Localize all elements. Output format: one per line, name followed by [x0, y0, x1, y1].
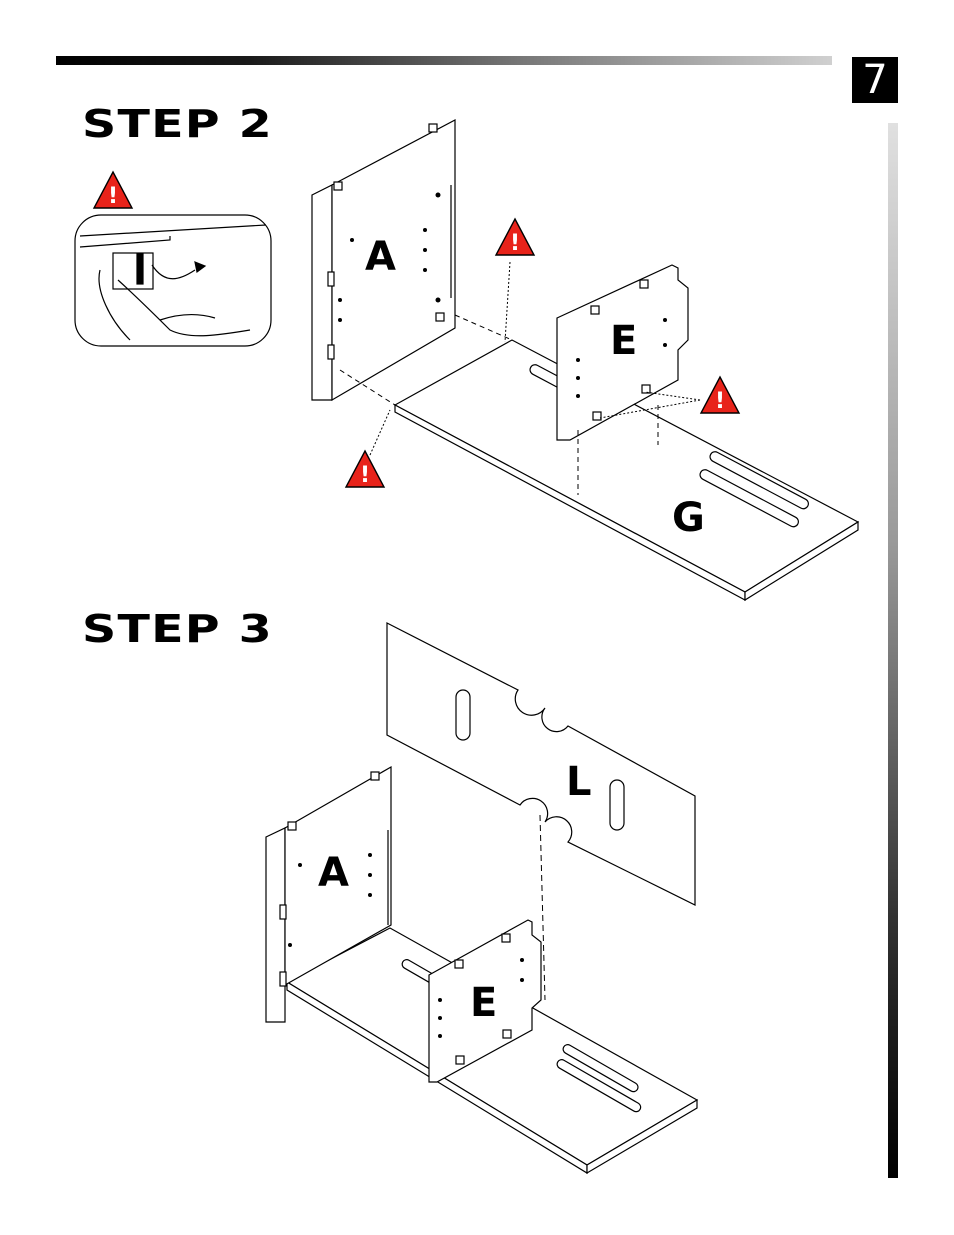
step-3-diagram: L A E	[266, 623, 697, 1173]
label-l: L	[566, 759, 592, 805]
warning-triangle-icon: !	[701, 377, 739, 414]
svg-text:!: !	[360, 463, 370, 488]
label-a-step3: A	[318, 850, 349, 896]
svg-text:!: !	[108, 184, 118, 209]
step-2-diagram: ! G A	[75, 120, 858, 600]
label-e-step3: E	[470, 980, 497, 1026]
warning-triangle-icon: !	[496, 219, 534, 256]
svg-text:!: !	[715, 389, 725, 414]
panel-a: A	[312, 120, 455, 400]
svg-text:!: !	[510, 231, 520, 256]
warning-triangle-icon: !	[94, 172, 132, 209]
label-a: A	[365, 234, 396, 280]
label-e: E	[610, 318, 637, 364]
panel-l: L	[387, 623, 695, 905]
label-g: G	[672, 495, 705, 541]
detail-bubble	[75, 215, 271, 346]
warning-triangle-icon: !	[346, 451, 384, 488]
